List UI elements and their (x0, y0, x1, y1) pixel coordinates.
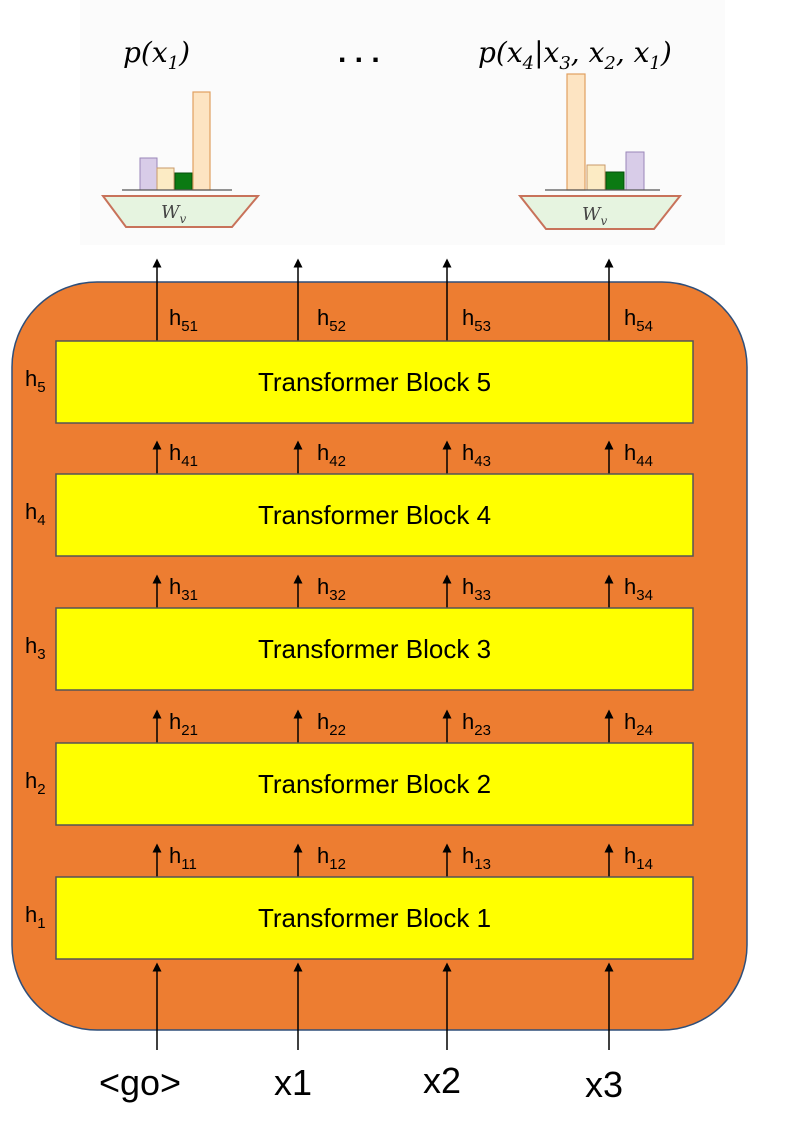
histogram-bar (605, 171, 625, 191)
histogram-bar (156, 167, 175, 191)
right-output-label: p(x4|x3, x2, x1) (478, 36, 672, 74)
histogram-bar (586, 164, 606, 191)
hidden-state-label: h54 (624, 305, 653, 335)
hidden-state-label: h32 (317, 574, 346, 604)
hidden-state-label: h21 (169, 709, 198, 739)
hidden-state-label: h22 (317, 709, 346, 739)
layer-label: h4 (25, 499, 46, 529)
transformer-block-label: Transformer Block 3 (258, 634, 491, 664)
layer-label: h2 (25, 768, 46, 798)
input-token: x2 (423, 1060, 461, 1101)
histogram-bar (139, 157, 158, 191)
layer-label: h3 (25, 633, 46, 663)
transformer-block-label: Transformer Block 1 (258, 903, 491, 933)
histogram-bar (566, 73, 586, 191)
hidden-state-label: h31 (169, 574, 198, 604)
hidden-state-label: h24 (624, 709, 653, 739)
softmax-weight-label: Wv (582, 204, 608, 228)
hidden-state-label: h34 (624, 574, 653, 604)
hidden-state-label: h33 (462, 574, 491, 604)
input-token: x1 (274, 1062, 312, 1103)
transformer-block-label: Transformer Block 5 (258, 367, 491, 397)
layer-label: h1 (25, 902, 46, 932)
transformer-block-label: Transformer Block 2 (258, 769, 491, 799)
histogram-bar (625, 151, 645, 191)
hidden-state-label: h13 (462, 843, 491, 873)
hidden-state-label: h53 (462, 305, 491, 335)
transformer-block (55, 742, 694, 826)
transformer-block (55, 473, 694, 557)
left-softmax-distribution: Wv (101, 91, 261, 228)
hidden-state-label: h44 (624, 440, 653, 470)
hidden-state-label: h41 (169, 440, 198, 470)
right-softmax-distribution: Wv (517, 73, 683, 230)
hidden-state-label: h23 (462, 709, 491, 739)
transformer-block-label: Transformer Block 4 (258, 500, 491, 530)
hidden-state-label: h43 (462, 440, 491, 470)
input-token: <go> (99, 1062, 181, 1103)
softmax-trapezoid (101, 195, 261, 228)
transformer-block (55, 876, 694, 960)
hidden-state-label: h14 (624, 843, 653, 873)
softmax-weight-label: Wv (161, 202, 187, 226)
layer-label: h5 (25, 366, 46, 396)
ellipsis: . . . (338, 36, 380, 69)
transformer-block (55, 607, 694, 691)
input-token: x3 (585, 1064, 623, 1105)
softmax-trapezoid (517, 195, 683, 230)
histogram-bar (192, 91, 211, 191)
transformer-block (55, 340, 694, 424)
hidden-state-label: h51 (169, 305, 198, 335)
left-output-label: p(x1) (123, 36, 190, 74)
hidden-state-label: h52 (317, 305, 346, 335)
hidden-state-label: h42 (317, 440, 346, 470)
hidden-state-label: h11 (169, 843, 197, 873)
hidden-state-label: h12 (317, 843, 346, 873)
input-tokens: <go> x1 x2 x3 (99, 962, 623, 1105)
histogram-bar (174, 172, 193, 191)
